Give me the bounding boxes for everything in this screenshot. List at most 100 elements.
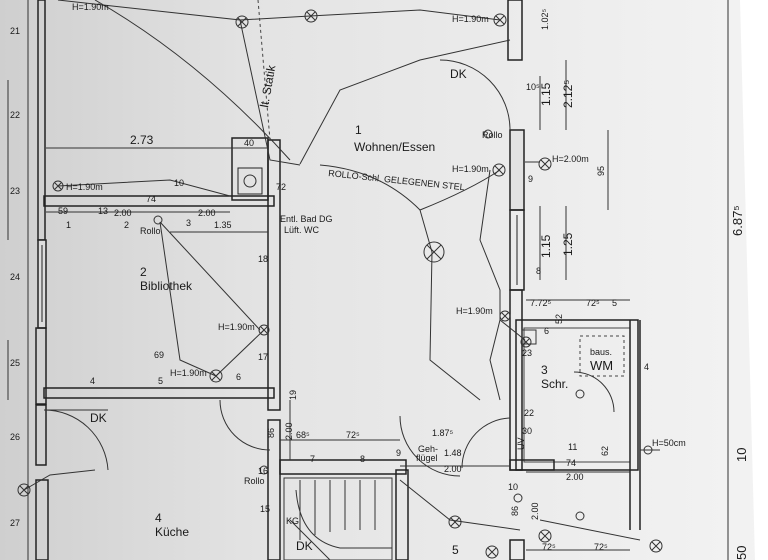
room-name: Küche xyxy=(155,525,189,539)
light-fixture-icon xyxy=(538,157,552,171)
dim-label: 23 xyxy=(522,348,532,358)
dim-label: 1 xyxy=(66,220,71,230)
room-number: 4 xyxy=(155,511,162,525)
dim-label: 1.35 xyxy=(214,220,232,230)
dim-label: 2.73 xyxy=(130,133,154,147)
height-label: H=1.90m xyxy=(72,2,109,12)
margin-number: 22 xyxy=(10,110,20,120)
height-label: H=1.90m xyxy=(452,164,489,174)
dim-label: 9 xyxy=(528,174,533,184)
dim-label: 74 xyxy=(146,194,156,204)
room-name: Wohnen/Essen xyxy=(354,140,435,154)
dim-label: 7 xyxy=(310,454,315,464)
light-fixture-icon xyxy=(304,9,318,23)
left-exterior-wall xyxy=(35,0,49,560)
dim-label: 15 xyxy=(260,504,270,514)
dim-label: 6 xyxy=(236,372,241,382)
height-label: H=1.90m xyxy=(456,306,493,316)
dim-label: 10 xyxy=(174,178,184,188)
margin-number: 21 xyxy=(10,26,20,36)
dim-label: 1.87⁵ xyxy=(432,428,454,438)
dim-label: 6 xyxy=(544,326,549,336)
room-name: Bibliothek xyxy=(140,279,193,293)
dim-label: 59 xyxy=(58,206,68,216)
dim-label: 11 xyxy=(568,442,577,452)
margin-number: 23 xyxy=(10,186,20,196)
dim-label: 2.12⁵ xyxy=(561,80,575,108)
door-note: flügel xyxy=(416,453,438,463)
dim-label: 10⁵ xyxy=(526,82,540,92)
dim-label: 86 xyxy=(266,428,276,438)
dim-label: 16 xyxy=(258,466,268,476)
light-fixture-icon xyxy=(52,180,64,192)
dim-label: 7.72⁵ xyxy=(530,298,552,308)
room-number: 1 xyxy=(355,123,362,137)
dim-label: 22 xyxy=(524,408,534,418)
light-fixture-icon xyxy=(538,529,552,543)
dim-label: 10 xyxy=(508,482,518,492)
dim-label: 1.15 xyxy=(539,234,553,258)
dim-label: 13 xyxy=(98,206,108,216)
rollo-label: Rollo xyxy=(244,476,265,486)
margin-number: 27 xyxy=(10,518,20,528)
dim-label: 95 xyxy=(596,166,606,176)
light-fixture-icon xyxy=(649,539,663,553)
dim-label: 30 xyxy=(522,426,532,436)
dim-label: 2.00 xyxy=(530,502,540,520)
dim-label: 50 xyxy=(734,546,749,560)
room-name: Schr. xyxy=(541,377,568,391)
ceiling-light-icon xyxy=(423,241,445,263)
rollo-label: Rollo xyxy=(482,130,503,140)
dim-label: 40 xyxy=(244,138,254,148)
height-label: H=1.90m xyxy=(218,322,255,332)
margin-number: 25 xyxy=(10,358,20,368)
light-fixture-icon xyxy=(258,324,270,336)
rollo-label: Rollo xyxy=(140,226,161,236)
dim-label: 1.15 xyxy=(539,82,553,106)
socket-icon xyxy=(575,389,585,399)
dim-label: 5 xyxy=(158,376,163,386)
light-fixtures xyxy=(17,9,663,559)
light-fixture-icon xyxy=(499,310,511,322)
room-number: 3 xyxy=(541,363,548,377)
height-label: H=1.90m xyxy=(170,368,207,378)
room-number: 2 xyxy=(140,265,147,279)
dim-label: 72⁵ xyxy=(542,542,556,552)
vent-note: Lüft. WC xyxy=(284,225,320,235)
dim-label: 2.00 xyxy=(284,422,294,440)
margin-numbers: 21 22 23 24 25 26 27 xyxy=(10,26,20,528)
height-label: H=50cm xyxy=(652,438,686,448)
kg-label: KG xyxy=(286,516,299,526)
dim-label: 4 xyxy=(90,376,95,386)
dim-label: 74 xyxy=(566,458,576,468)
dim-label: 3 xyxy=(186,218,191,228)
uv-label: UV xyxy=(516,437,526,450)
dim-label: 2 xyxy=(124,220,129,230)
dim-label: 8 xyxy=(536,266,541,276)
dim-label: 62 xyxy=(600,446,610,456)
dim-label: 72⁵ xyxy=(586,298,600,308)
socket-icon xyxy=(259,465,269,475)
light-fixture-icon xyxy=(520,336,532,348)
washer-label: WM xyxy=(590,358,613,373)
dk-label: DK xyxy=(450,67,467,81)
light-fixture-icon xyxy=(448,515,462,529)
dim-label: 72 xyxy=(276,182,286,192)
socket-icon xyxy=(643,445,653,455)
dim-label: 69 xyxy=(154,350,164,360)
light-fixture-icon xyxy=(17,483,31,497)
dimension-labels: 2.73 40 10 74 59 13 2.00 1.35 2.00 72 69… xyxy=(58,8,749,560)
dim-label: 72⁵ xyxy=(594,542,608,552)
dim-label: 1.25 xyxy=(561,232,575,256)
light-fixture-icon xyxy=(485,545,499,559)
dim-label: 86 xyxy=(510,506,520,516)
dim-label: 19 xyxy=(288,390,298,400)
dim-label: 68⁵ xyxy=(296,430,310,440)
dim-label: 2.00 xyxy=(198,208,216,218)
vent-note: Entl. Bad DG xyxy=(280,214,333,224)
socket-icon xyxy=(483,129,493,139)
door-swings xyxy=(43,59,615,477)
electrical-wiring xyxy=(23,0,660,541)
light-fixture-icon xyxy=(235,15,249,29)
